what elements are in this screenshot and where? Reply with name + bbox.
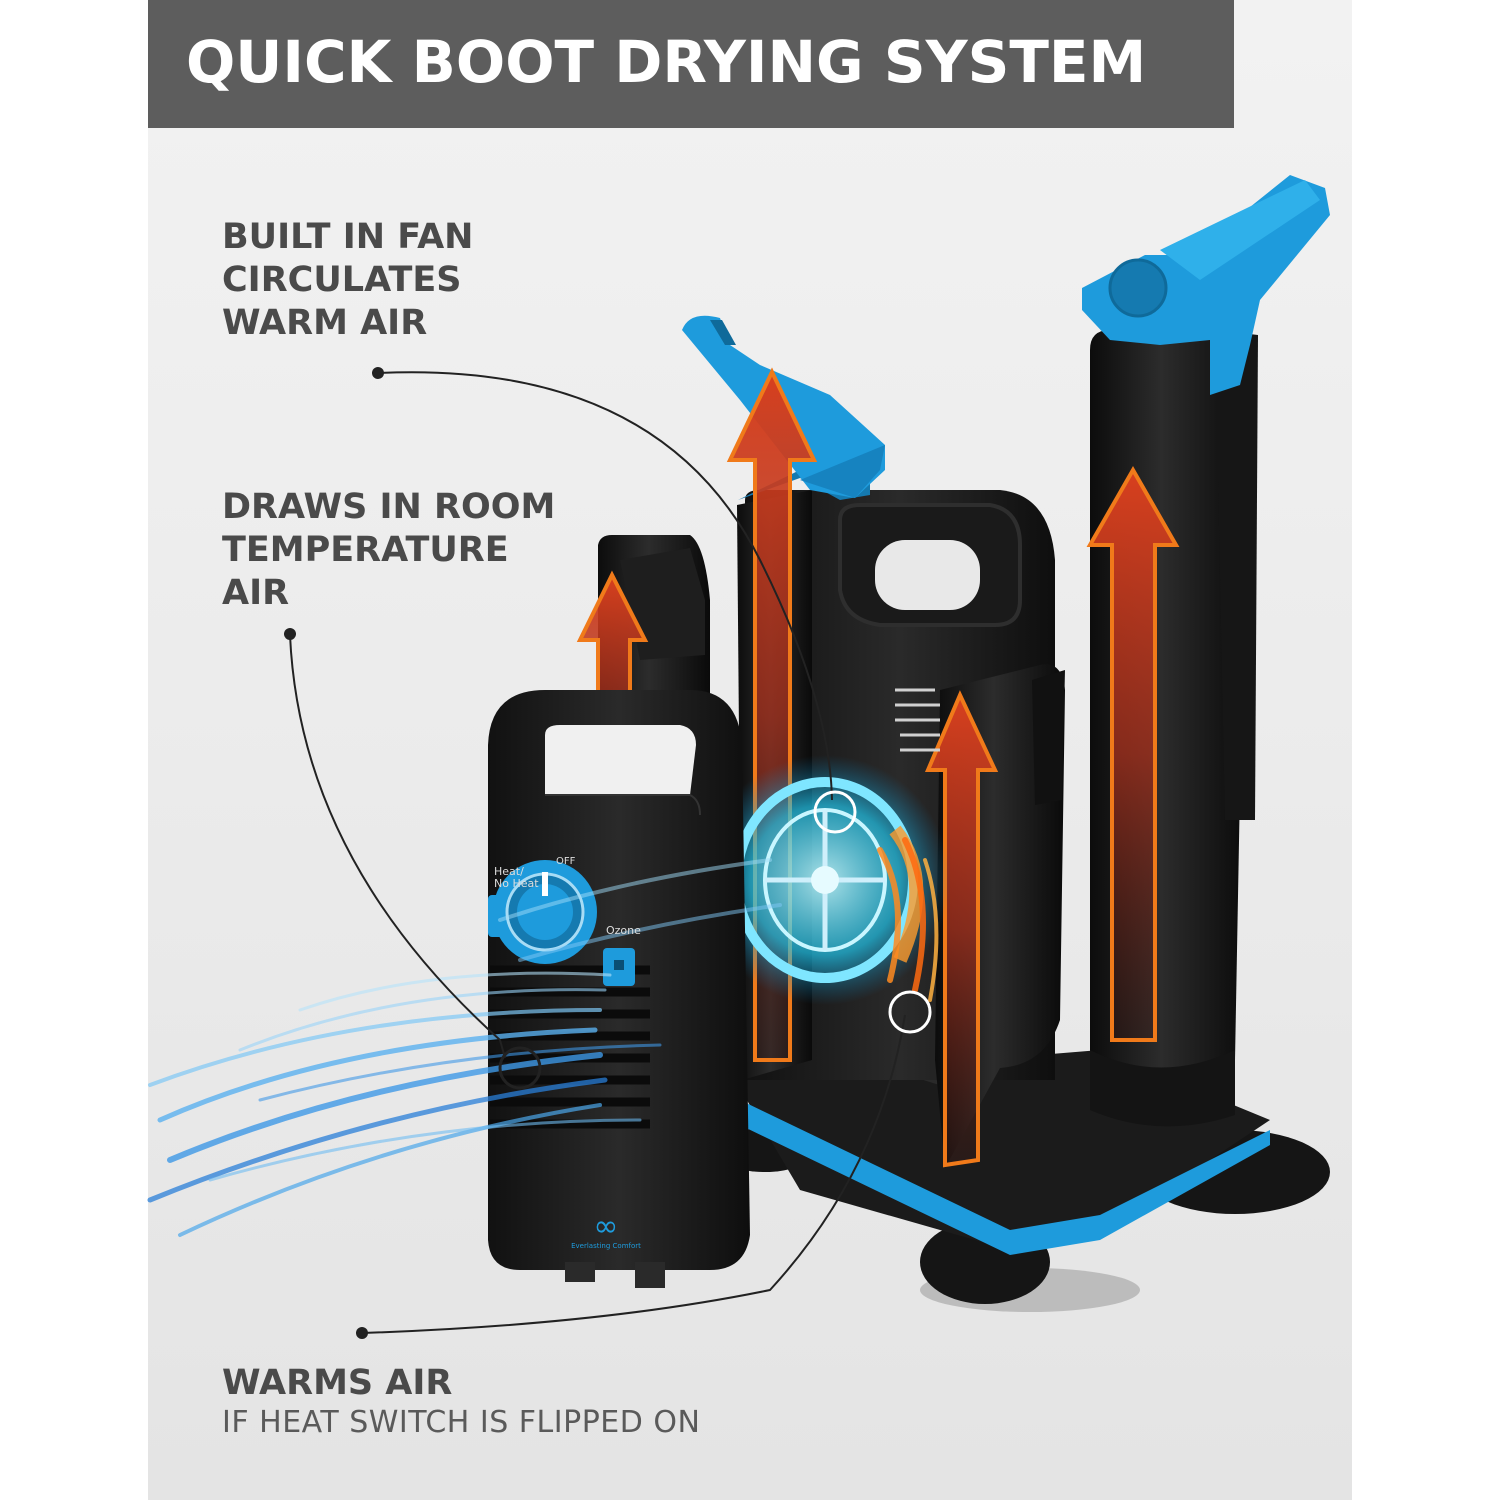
callout-heat-subtitle: IF HEAT SWITCH IS FLIPPED ON [222, 1405, 701, 1440]
intake-airflow [147, 858, 782, 1237]
callout-intake: DRAWS IN ROOM TEMPERATURE AIR [222, 487, 556, 613]
off-label: OFF [556, 856, 576, 867]
brand-logo: ∞ Everlasting Comfort [556, 1209, 656, 1251]
airflow-arrow-middle [924, 690, 999, 1168]
blower-fan [700, 755, 950, 1005]
airflow-arrow-right [1086, 465, 1180, 1042]
control-unit [488, 690, 750, 1288]
infinity-logo-icon: ∞ [593, 1209, 619, 1244]
callout-fan: BUILT IN FAN CIRCULATES WARM AIR [222, 217, 474, 343]
page-title: QUICK BOOT DRYING SYSTEM [186, 28, 1147, 96]
header-banner: QUICK BOOT DRYING SYSTEM [148, 0, 1234, 128]
leader-lines [289, 371, 906, 1334]
callout-dot-fan [372, 367, 384, 379]
ozone-label: Ozone [606, 924, 641, 937]
callout-dot-intake [284, 628, 296, 640]
callout-heat-title: WARMS AIR [222, 1363, 453, 1403]
heat-label: Heat/ No Heat [494, 865, 539, 890]
callout-dot-heat [356, 1327, 368, 1339]
timer-knob[interactable] [493, 860, 597, 964]
